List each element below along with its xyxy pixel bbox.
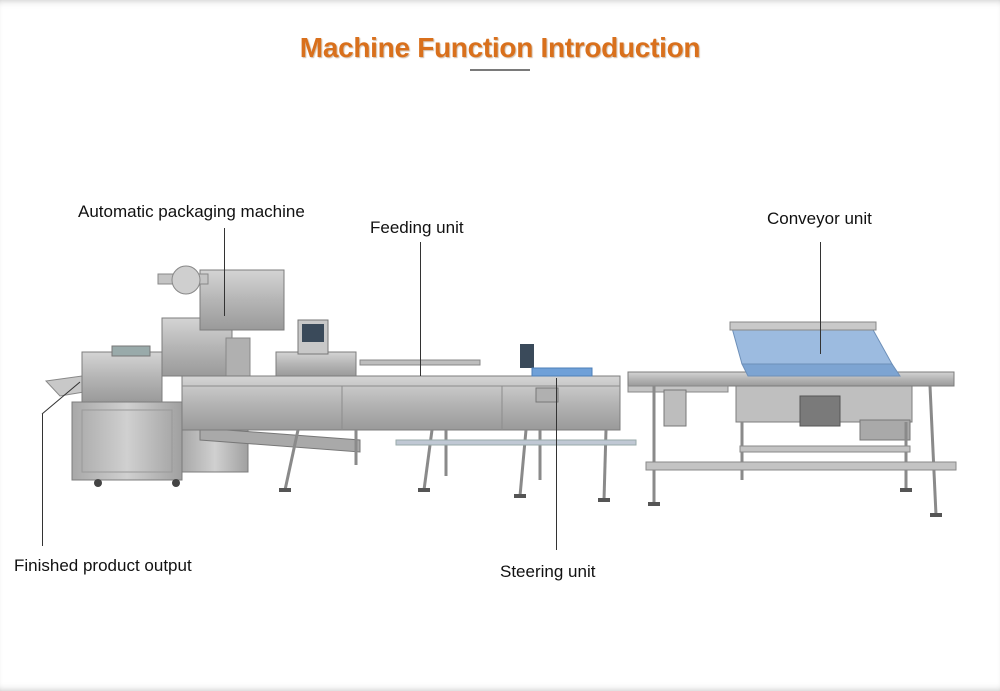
label-steering-unit: Steering unit xyxy=(500,562,596,581)
leader-packaging xyxy=(224,228,225,316)
label-packaging-machine: Automatic packaging machine xyxy=(78,202,305,221)
label-finished-product-output: Finished product output xyxy=(14,556,192,575)
leader-output xyxy=(42,414,43,546)
title-underline xyxy=(470,69,530,71)
leader-steering xyxy=(556,378,557,550)
page-title: Machine Function Introduction xyxy=(299,32,701,63)
feeding-body xyxy=(181,344,637,502)
label-conveyor-unit: Conveyor unit xyxy=(767,209,872,228)
leader-conveyor xyxy=(820,242,821,354)
conveyor-machine xyxy=(627,321,957,517)
leader-feeding xyxy=(420,242,421,376)
label-feeding-unit: Feeding unit xyxy=(370,218,464,237)
